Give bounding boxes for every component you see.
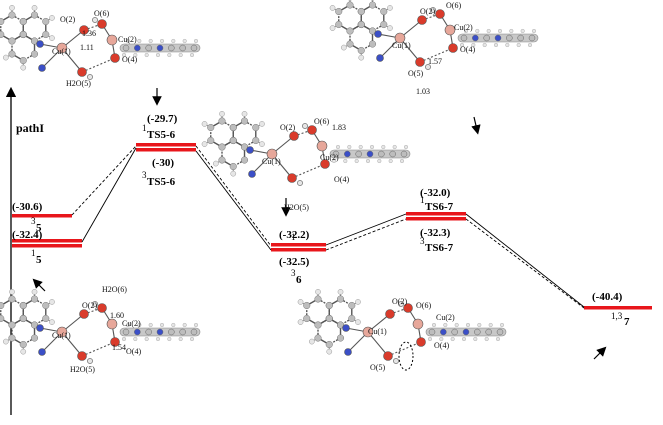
atom-label: Cu(1) <box>52 47 71 56</box>
value-7: (-40.4) <box>592 291 623 303</box>
state-1-ts6-7: TS6-7 <box>425 201 454 213</box>
atom-label: O(4) <box>460 45 475 54</box>
atom-label: Cu(2) <box>454 23 473 32</box>
atom-label: Cu(2) <box>436 313 455 322</box>
atom-label: O(6) <box>94 9 109 18</box>
value-3-6: (-32.5) <box>279 256 310 268</box>
state-3-ts5-6: TS5-6 <box>147 176 176 188</box>
pointer-arrows <box>32 88 607 360</box>
atom-label: 1.57 <box>428 57 442 66</box>
structure-ts5-6: O(2) O(6) Cu(2) Cu(1) O(4) H2O(5) 1.36 1.11 <box>0 5 201 88</box>
atom-label: Cu(1) <box>262 157 281 166</box>
atom-label: O(4) <box>434 341 449 350</box>
value-3-ts5-6: (-30) <box>152 157 174 169</box>
atom-label: 1.54 <box>112 343 126 352</box>
connectors <box>71 145 585 309</box>
spin-3-6: 3 <box>291 268 296 278</box>
atom-label: 1.11 <box>80 43 94 52</box>
atom-label: H2O(5) <box>66 79 91 88</box>
state-3-5: 5 <box>36 222 42 234</box>
atom-label: 1.60 <box>110 311 124 320</box>
atom-label: O(4) <box>334 175 349 184</box>
value-3-ts6-7: (-32.3) <box>420 227 451 239</box>
path-label: pathI <box>16 121 44 135</box>
atom-label: O(2) <box>280 123 295 132</box>
atom-label: H2O(5) <box>70 365 95 374</box>
level-7 <box>584 306 652 310</box>
atom-label: 1.83 <box>332 123 346 132</box>
value-1-6: (-32.2) <box>279 229 310 241</box>
spin-3-5: 3 <box>31 216 36 226</box>
spin-1-6: 1 <box>291 232 296 242</box>
level-6 <box>271 243 326 252</box>
value-1-ts6-7: (-32.0) <box>420 187 451 199</box>
spin-7: 1,3 <box>611 311 623 321</box>
atom-label: Cu(2) <box>122 319 141 328</box>
atom-label: H2O(6) <box>102 285 127 294</box>
spin-3-ts6-7: 3 <box>420 236 425 246</box>
atom-label: Cu(1) <box>368 327 387 336</box>
value-1-ts5-6: (-29.7) <box>147 113 178 125</box>
structure-ts6-7: O(2) O(6) Cu(2) Cu(1) O(4) H2O(5) 1.83 <box>201 111 411 212</box>
level-ts6-7 <box>406 212 466 221</box>
atom-label: Cu(2) <box>320 153 339 162</box>
spin-1-ts5-6: 1 <box>142 123 147 133</box>
atom-label: O(6) <box>446 1 461 10</box>
atom-label: O(2) <box>392 297 407 306</box>
spin-1-ts6-7: 1 <box>420 195 425 205</box>
state-1-5: 5 <box>36 254 42 266</box>
spin-3-ts5-6: 3 <box>142 170 147 180</box>
atom-label: Cu(1) <box>52 331 71 340</box>
level-3-5 <box>12 214 72 218</box>
atom-label: H2O(5) <box>284 203 309 212</box>
state-3-6: 6 <box>296 274 302 286</box>
spin-1-5: 1 <box>31 248 36 258</box>
atom-label: O(4) <box>126 347 141 356</box>
state-7: 7 <box>624 316 630 328</box>
atom-label: Cu(2) <box>118 35 137 44</box>
atom-label: O(2) <box>420 7 435 16</box>
atom-label: O(2) <box>82 301 97 310</box>
level-1-5 <box>12 239 82 248</box>
state-1-ts5-6: TS5-6 <box>147 129 176 141</box>
atom-label: O(2) <box>60 15 75 24</box>
structure-5: H2O(6) O(2) Cu(2) Cu(1) O(4) H2O(5) 1.60 1.54 <box>0 285 201 374</box>
atom-label: O(6) <box>314 117 329 126</box>
atom-label: Cu(1) <box>392 41 411 50</box>
value-1-5: (-32.4) <box>12 229 43 241</box>
structure-6: O(2) O(6) Cu(2) Cu(1) O(4) O(5) 1.57 1.03 <box>329 0 539 96</box>
value-3-5: (-30.6) <box>12 201 43 213</box>
atom-label: 1.03 <box>416 87 430 96</box>
level-ts5-6 <box>136 143 196 152</box>
atom-label: O(4) <box>122 55 137 64</box>
atom-label: 1.36 <box>82 29 96 38</box>
atom-label: O(6) <box>416 301 431 310</box>
state-3-ts6-7: TS6-7 <box>425 242 454 254</box>
atom-label: O(5) <box>408 69 423 78</box>
atom-label: O(5) <box>370 363 385 372</box>
structure-7: O(2) O(6) Cu(2) Cu(1) O(4) O(5) <box>297 289 507 372</box>
